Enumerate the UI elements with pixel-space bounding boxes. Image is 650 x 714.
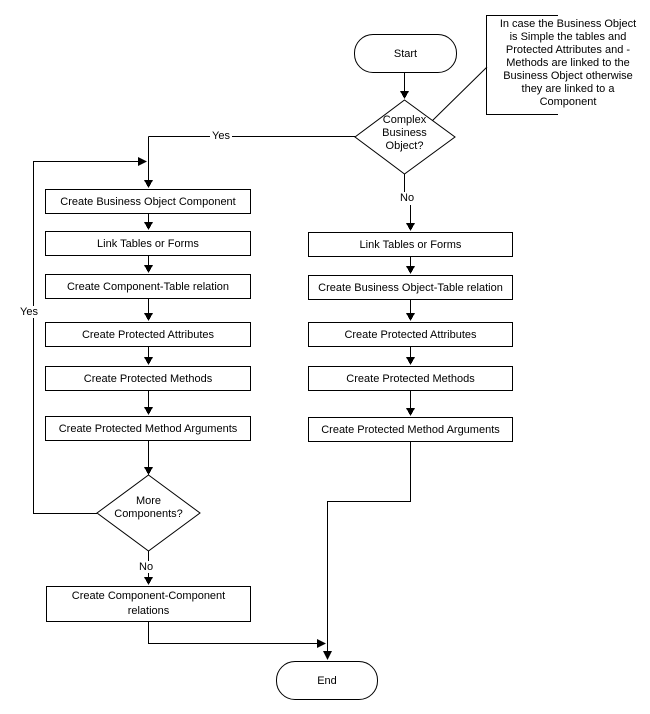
decision-more-shape: [96, 474, 201, 552]
process-right-link-tables-or-forms: Link Tables or Forms: [308, 232, 513, 257]
edge-label-yes-left: Yes: [18, 306, 40, 318]
process-create-business-object-component: Create Business Object Component: [45, 189, 251, 214]
process-left-create-protected-methods: Create Protected Methods: [45, 366, 251, 391]
arrowhead-left-5: [144, 357, 153, 365]
edge-label-no-right: No: [398, 192, 417, 204]
annotation-note: In case the Business Object is Simple th…: [499, 18, 637, 108]
decision-more-label: More Components?: [114, 495, 183, 520]
end-label: End: [317, 674, 337, 687]
arrowhead-left-2: [144, 222, 153, 230]
edge-label-no-bottom: No: [137, 561, 156, 573]
decision-complex-label: Complex Business Object?: [382, 114, 427, 152]
process-create-business-object-table-relation: Create Business Object-Table relation: [308, 275, 513, 300]
process-create-component-table-relation: Create Component-Table relation: [45, 274, 251, 299]
arrowhead-right-5: [406, 408, 415, 416]
process-right-create-protected-method-arguments: Create Protected Method Arguments: [308, 417, 513, 442]
arrowhead-left-4: [144, 313, 153, 321]
end-node: End: [276, 661, 378, 700]
arrowhead-loopback-junction: [138, 157, 147, 166]
process-left-link-tables-or-forms: Link Tables or Forms: [45, 231, 251, 256]
process-create-component-component-relations: Create Component-Component relations: [46, 586, 251, 622]
arrowhead-right-2: [406, 266, 415, 274]
arrowhead-left-6: [144, 407, 153, 415]
start-label: Start: [393, 47, 418, 60]
annotation-leader-line: [430, 66, 488, 123]
start-node: Start: [354, 34, 457, 73]
edge-label-yes-top: Yes: [210, 130, 232, 142]
process-right-create-protected-attributes: Create Protected Attributes: [308, 322, 513, 347]
process-left-create-protected-attributes: Create Protected Attributes: [45, 322, 251, 347]
annotation-bracket: [486, 15, 558, 115]
process-right-create-protected-methods: Create Protected Methods: [308, 366, 513, 391]
arrowhead-into-end: [323, 651, 332, 660]
edge-right-to-end: [327, 442, 411, 651]
arrowhead-yes-into-left1: [144, 180, 153, 188]
edge-final-to-end: [148, 622, 317, 644]
arrowhead-right-4: [406, 357, 415, 365]
arrowhead-left-decision: [144, 467, 153, 475]
arrowhead-right-3: [406, 313, 415, 321]
arrowhead-final-box: [144, 577, 153, 585]
process-left-create-protected-method-arguments: Create Protected Method Arguments: [45, 416, 251, 441]
arrowhead-no-right1: [406, 223, 415, 231]
decision-complex-shape: [354, 99, 456, 175]
arrowhead-left-3: [144, 265, 153, 273]
edge-loopback: [33, 161, 138, 514]
arrowhead-start-decision: [400, 91, 409, 99]
arrowhead-final-junction: [317, 639, 326, 648]
